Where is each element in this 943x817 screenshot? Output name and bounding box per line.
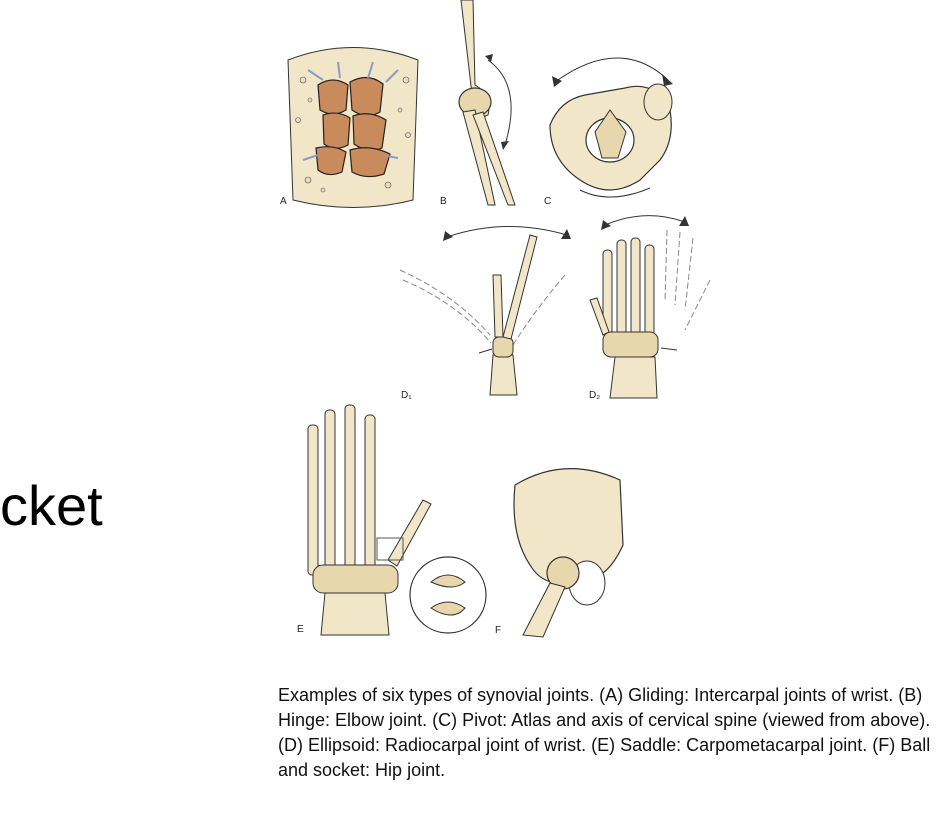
- partial-slide-heading: cket: [0, 474, 103, 537]
- panel-label-d1: D₁: [401, 390, 412, 401]
- panel-label-a: A: [280, 196, 287, 207]
- panel-label-c: C: [544, 196, 552, 207]
- panel-label-b: B: [440, 196, 447, 207]
- panel-a-wrist-gliding-illustration: A: [278, 40, 428, 208]
- panel-d2-wrist-ellipsoid-illustration: D₂: [585, 210, 720, 401]
- panel-label-e: E: [297, 624, 304, 635]
- panel-f-hip-ball-socket-illustration: F: [495, 455, 640, 640]
- panel-d1-wrist-ellipsoid-illustration: D₁: [395, 215, 580, 401]
- panel-b-elbow-hinge-illustration: B: [433, 0, 533, 208]
- panel-c-atlas-axis-pivot-illustration: C: [540, 40, 700, 208]
- panel-label-f: F: [495, 625, 502, 636]
- panel-label-d2: D₂: [589, 390, 601, 401]
- figure-caption: Examples of six types of synovial joints…: [278, 685, 931, 780]
- panel-e-hand-saddle-illustration: E: [293, 400, 493, 640]
